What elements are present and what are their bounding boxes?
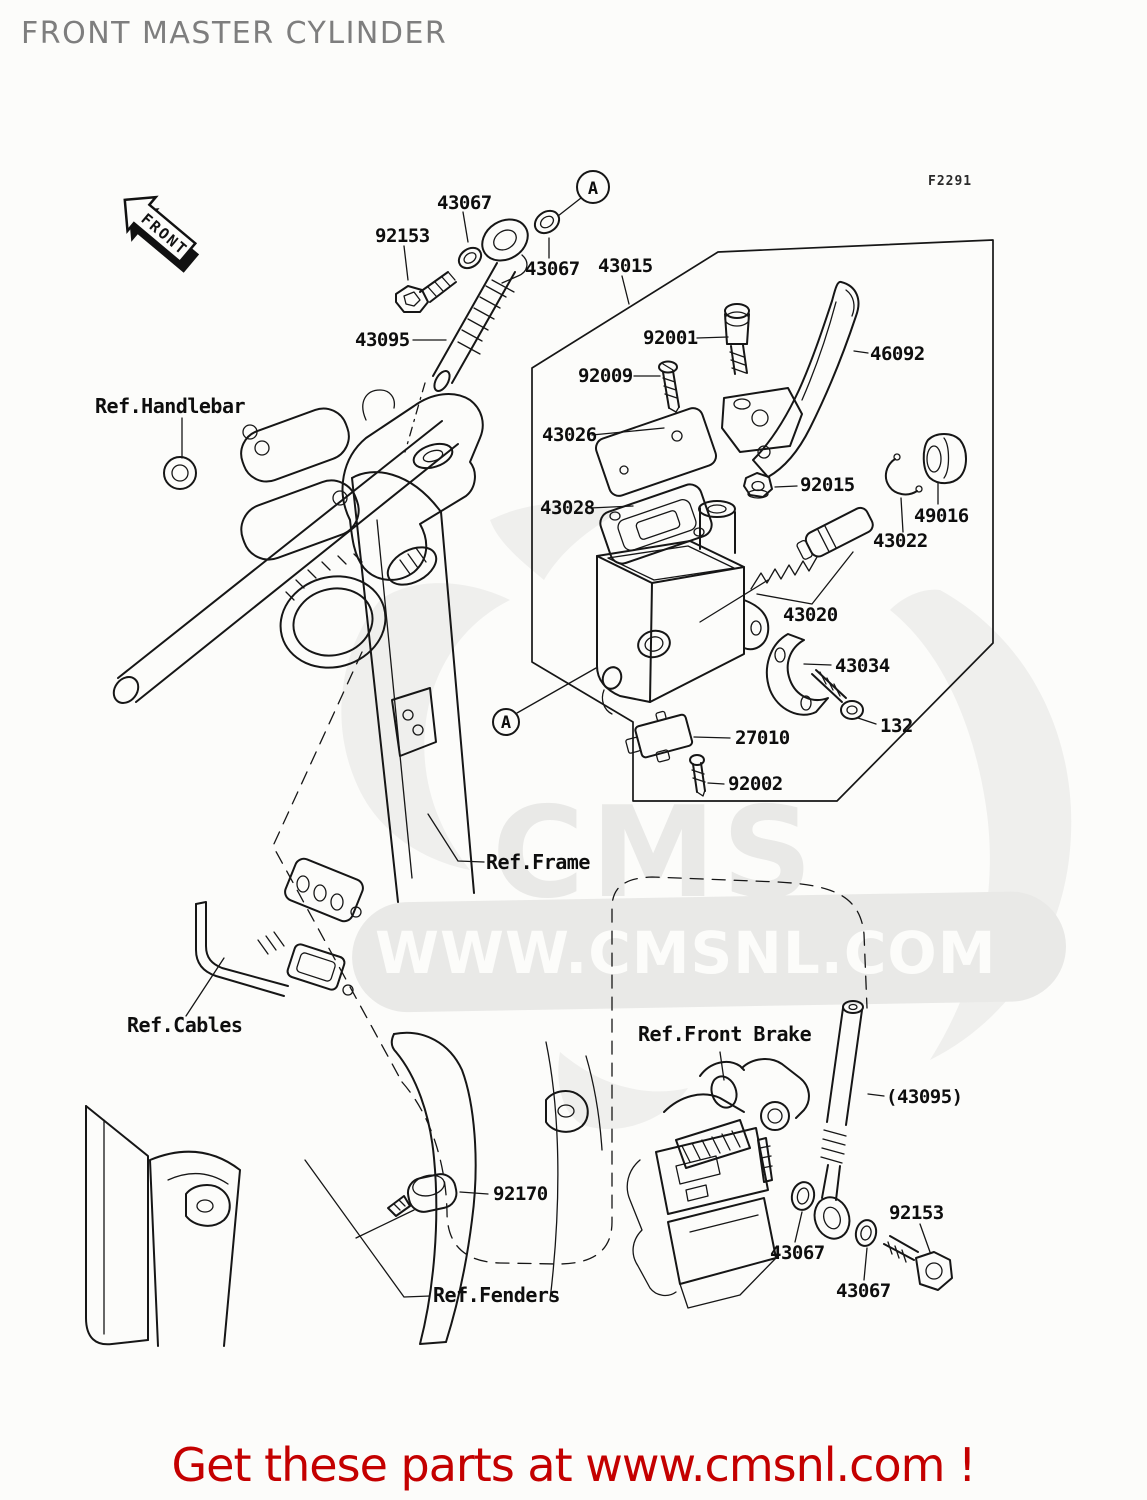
brake-switch-drawing	[625, 710, 694, 763]
switch-screw-drawing	[689, 754, 706, 797]
part-label-46092[interactable]: 46092	[870, 343, 925, 365]
reference-labels: Ref.Handlebar Ref.Frame Ref.Cables Ref.F…	[95, 394, 812, 1307]
clamp-bolt-drawing	[811, 669, 864, 720]
ref-label-cables: Ref.Cables	[127, 1013, 242, 1037]
callout-a-body: A	[492, 667, 597, 736]
handlebar-mount-bracket-drawing	[341, 389, 484, 586]
part-label-132[interactable]: 132	[880, 715, 913, 737]
part-label-43067-1[interactable]: 43067	[437, 192, 492, 214]
brake-caliper-drawing	[626, 1058, 810, 1309]
reservoir-screw-drawing	[658, 360, 680, 413]
lower-brake-hose-drawing	[790, 1000, 953, 1291]
ref-label-handlebar: Ref.Handlebar	[95, 394, 245, 418]
part-label-43067-3[interactable]: 43067	[770, 1242, 825, 1264]
part-label-49016[interactable]: 49016	[914, 505, 969, 527]
brake-lever-drawing	[721, 280, 860, 478]
part-label-43028[interactable]: 43028	[540, 497, 595, 519]
cable-guide-drawing	[195, 901, 354, 997]
promo-banner-text[interactable]: Get these parts at www.cmsnl.com !	[171, 1438, 977, 1492]
part-label-43034[interactable]: 43034	[835, 655, 890, 677]
circlip-drawing	[884, 453, 923, 496]
ref-label-front-brake: Ref.Front Brake	[638, 1022, 812, 1046]
front-arrow: FRONT	[123, 195, 200, 273]
cylinder-clamp-drawing	[765, 633, 829, 716]
part-label-92015[interactable]: 92015	[800, 474, 855, 496]
callout-a-top: A	[557, 170, 610, 217]
ref-label-fenders: Ref.Fenders	[433, 1283, 560, 1307]
master-cylinder-body-drawing	[596, 500, 770, 715]
hose-routing-dashed-path	[272, 651, 868, 1265]
part-label-43067-2[interactable]: 43067	[525, 258, 580, 280]
watermark-url-text: WWW.CMSNL.COM	[375, 919, 996, 987]
banjo-bolt-drawing	[395, 271, 457, 313]
callout-a-top-letter: A	[588, 179, 598, 199]
part-label-43015[interactable]: 43015	[598, 255, 653, 277]
callout-a-body-letter: A	[501, 713, 511, 733]
piston-spring-drawing	[750, 506, 874, 590]
lever-pivot-bolt-drawing	[724, 303, 750, 375]
part-number-labels: 43067 92153 43067 43015 43095 92001 4609…	[355, 192, 969, 1302]
upper-brake-hose-drawing	[395, 209, 561, 453]
part-label-43067-4[interactable]: 43067	[836, 1280, 891, 1302]
part-label-92153-1[interactable]: 92153	[375, 225, 430, 247]
detail-box	[531, 239, 994, 802]
cms-watermark: CMS WWW.CMSNL.COM	[341, 502, 1072, 1129]
fenders-drawing	[85, 1031, 603, 1347]
reservoir-cap-drawing	[594, 407, 718, 497]
part-label-92001[interactable]: 92001	[643, 327, 698, 349]
part-label-92002[interactable]: 92002	[728, 773, 783, 795]
part-label-92170[interactable]: 92170	[493, 1183, 548, 1205]
leader-lines	[181, 211, 939, 1298]
part-label-92009[interactable]: 92009	[578, 365, 633, 387]
frame-drawing	[279, 471, 475, 923]
part-label-27010[interactable]: 27010	[735, 727, 790, 749]
figure-code: F2291	[928, 174, 972, 189]
part-label-43095[interactable]: 43095	[355, 329, 410, 351]
promo-banner: Get these parts at www.cmsnl.com !	[0, 1438, 1147, 1492]
page-title: FRONT MASTER CYLINDER	[21, 16, 448, 51]
dust-cap-drawing	[922, 433, 967, 485]
part-label-43020[interactable]: 43020	[783, 604, 838, 626]
part-label-92153-2[interactable]: 92153	[889, 1202, 944, 1224]
lower-banjo-bolt-drawing	[883, 1235, 953, 1291]
part-label-43026[interactable]: 43026	[542, 424, 597, 446]
handlebar-drawing	[112, 407, 459, 704]
part-label-43095-alt[interactable]: (43095)	[886, 1086, 963, 1108]
hose-clamp-drawing	[355, 1173, 458, 1239]
lever-nut-drawing	[743, 472, 773, 499]
ref-label-frame: Ref.Frame	[486, 850, 590, 874]
part-label-43022[interactable]: 43022	[873, 530, 928, 552]
